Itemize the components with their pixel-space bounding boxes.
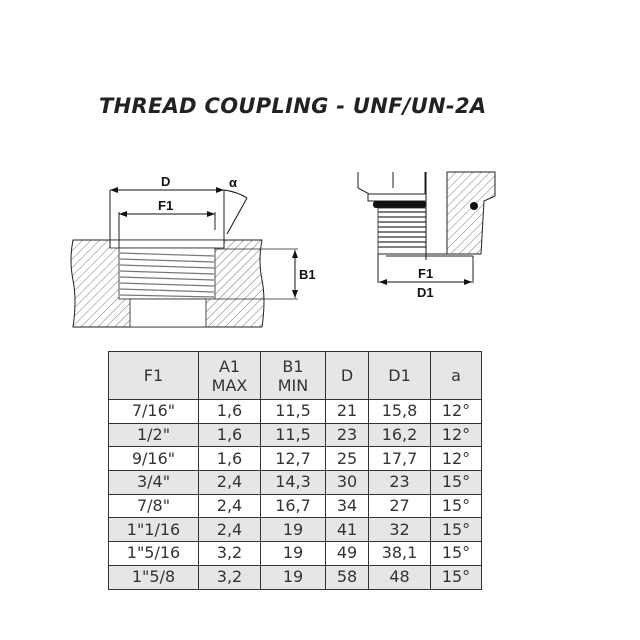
- header-label: F1: [143, 366, 164, 385]
- cell-a1: 3,2: [198, 541, 261, 566]
- dimension-label-alpha: α: [229, 175, 237, 190]
- cell-d1: 32: [368, 517, 431, 543]
- cell-d1: 23: [368, 470, 431, 495]
- cell-d: 23: [325, 422, 369, 448]
- header-sublabel: MIN: [277, 375, 309, 395]
- header-label: a: [451, 366, 461, 385]
- cell-d1: 17,7: [368, 446, 431, 472]
- header-d1: D1: [368, 351, 431, 400]
- cell-d1: 27: [368, 493, 431, 519]
- dimension-label-f1: F1: [158, 198, 173, 213]
- cell-a1: 3,2: [198, 564, 261, 590]
- cell-b1: 11,5: [260, 422, 326, 448]
- cell-d: 30: [325, 470, 369, 495]
- cell-f1: 1/2": [108, 422, 199, 448]
- page-title: THREAD COUPLING - UNF/UN-2A: [99, 94, 487, 118]
- cell-b1: 19: [260, 541, 326, 566]
- cell-a: 15°: [430, 541, 482, 566]
- cell-d1: 16,2: [368, 422, 431, 448]
- header-a: a: [430, 351, 482, 400]
- cell-f1: 1"5/16: [108, 541, 199, 566]
- cell-d: 58: [325, 564, 369, 590]
- cell-b1: 19: [260, 564, 326, 590]
- dimension-label-d1: D1: [417, 285, 434, 300]
- cell-d: 34: [325, 493, 369, 519]
- header-label: D: [340, 366, 354, 385]
- cell-b1: 16,7: [260, 493, 326, 519]
- cell-f1: 7/8": [108, 493, 199, 519]
- cell-f1: 9/16": [108, 446, 199, 472]
- cell-a: 12°: [430, 399, 482, 424]
- cell-a: 15°: [430, 470, 482, 495]
- dimension-label-d: D: [161, 174, 170, 189]
- dimension-label-f1-right: F1: [418, 266, 433, 281]
- cell-d: 41: [325, 517, 369, 543]
- header-sublabel: MAX: [211, 375, 248, 395]
- cell-d1: 15,8: [368, 399, 431, 424]
- header-d: D: [325, 351, 369, 400]
- dimension-label-b1: B1: [299, 267, 316, 282]
- cell-d: 21: [325, 399, 369, 424]
- cell-a1: 2,4: [198, 517, 261, 543]
- cell-f1: 1"5/8: [108, 564, 199, 590]
- cell-b1: 14,3: [260, 470, 326, 495]
- cell-d: 49: [325, 541, 369, 566]
- cell-a: 15°: [430, 517, 482, 543]
- cell-f1: 7/16": [108, 399, 199, 424]
- cell-f1: 3/4": [108, 470, 199, 495]
- cell-d: 25: [325, 446, 369, 472]
- cell-a1: 2,4: [198, 493, 261, 519]
- cell-a1: 1,6: [198, 399, 261, 424]
- cell-a: 12°: [430, 422, 482, 448]
- cell-a1: 2,4: [198, 470, 261, 495]
- cell-d1: 38,1: [368, 541, 431, 566]
- cell-a1: 1,6: [198, 446, 261, 472]
- header-label: B1: [282, 356, 304, 376]
- header-label: A1: [218, 356, 241, 376]
- header-f1: F1: [108, 351, 199, 400]
- cell-b1: 19: [260, 517, 326, 543]
- fitting-side-view: F1 D1: [357, 171, 496, 300]
- cell-a1: 1,6: [198, 422, 261, 448]
- cell-b1: 12,7: [260, 446, 326, 472]
- cell-d1: 48: [368, 564, 431, 590]
- cell-b1: 11,5: [260, 399, 326, 424]
- cell-a: 12°: [430, 446, 482, 472]
- cell-a: 15°: [430, 493, 482, 519]
- header-label: D1: [388, 366, 411, 385]
- cell-a: 15°: [430, 564, 482, 590]
- port-section-view: D F1 α B1: [70, 174, 316, 328]
- cell-f1: 1"1/16: [108, 517, 199, 543]
